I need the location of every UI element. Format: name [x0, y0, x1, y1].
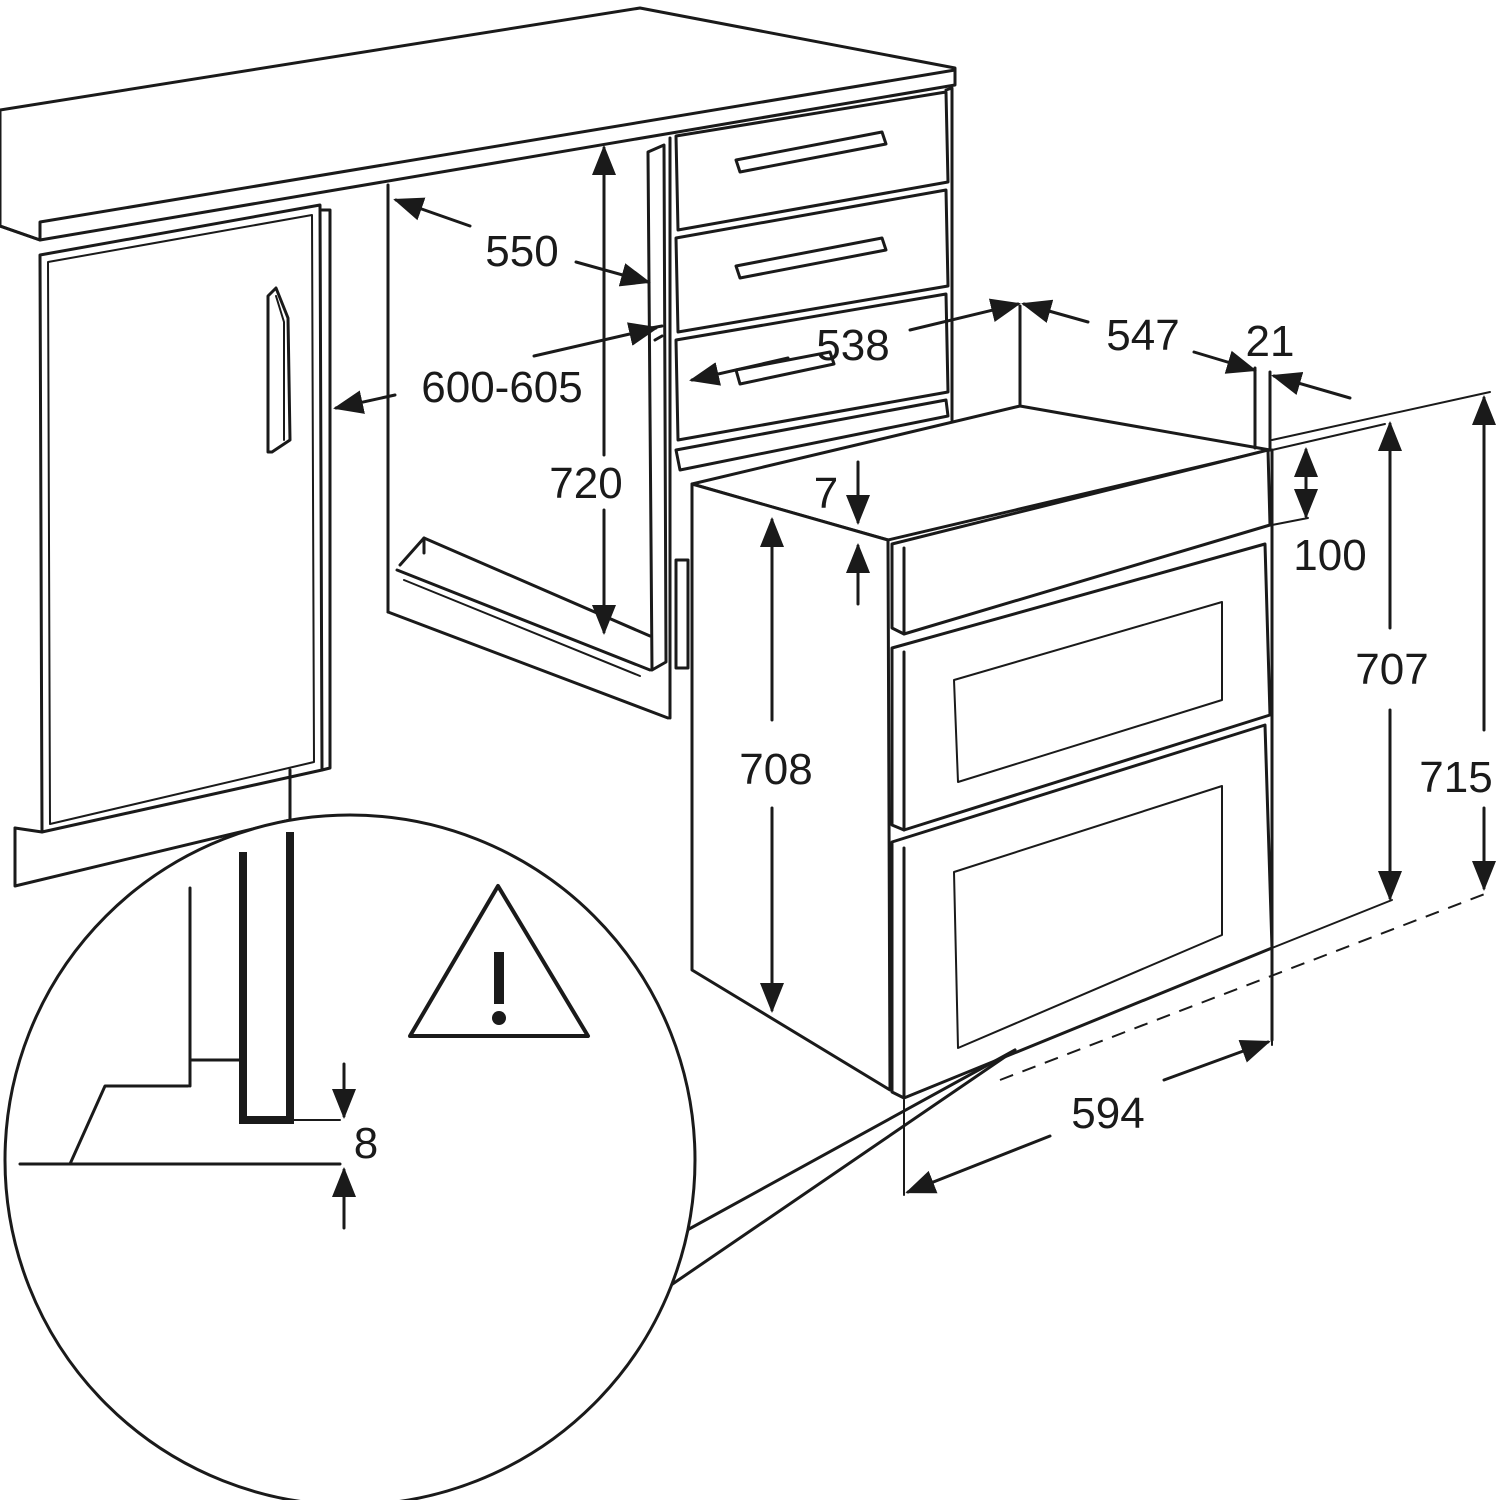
dim-control-panel-height: 100: [1293, 531, 1366, 580]
detail-magnifier: [3, 813, 1017, 1500]
dim-floor-clearance: 8: [354, 1119, 378, 1168]
kitchen-cabinet: [0, 6, 957, 888]
dimension-lines: [333, 145, 1496, 1196]
dimension-labels: 550 600-605 720 538 547 21 7 100 708 707…: [354, 227, 1493, 1168]
dim-front-panel-thickness: 21: [1246, 317, 1295, 366]
dim-oven-width: 594: [1071, 1089, 1144, 1138]
dim-front-height: 707: [1355, 645, 1428, 694]
dim-cavity-height: 720: [549, 459, 622, 508]
oven: [690, 304, 1274, 1100]
dim-oven-depth-total: 547: [1106, 311, 1179, 360]
dim-cavity-width: 600-605: [421, 363, 582, 412]
dim-oven-depth-body: 538: [816, 321, 889, 370]
dim-total-height: 715: [1419, 753, 1492, 802]
warning-triangle-icon: [408, 884, 590, 1038]
dim-body-height: 708: [739, 745, 812, 794]
dim-top-gap: 7: [814, 469, 838, 518]
dim-cavity-depth: 550: [485, 227, 558, 276]
